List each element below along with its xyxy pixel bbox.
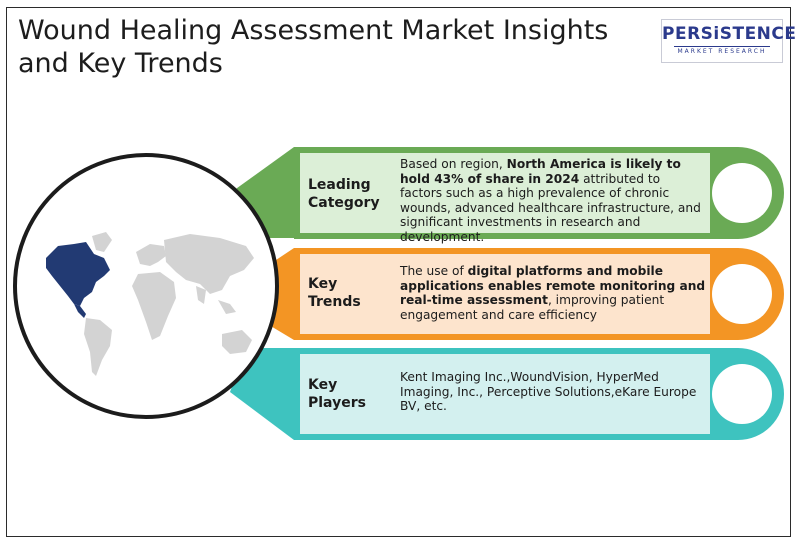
page-title: Wound Healing Assessment Market Insights… [18,14,658,80]
title-line-2: and Key Trends [18,48,223,79]
logo-wordmark: PERSiSTENCE [662,24,797,44]
leading-category-description: Based on region, North America is likely… [400,157,701,244]
teal-ring-icon [712,364,772,424]
persistence-logo: PERSiSTENCE MARKET RESEARCH [661,19,797,63]
leading-category-band [294,147,784,239]
key-players-description: Kent Imaging Inc.,WoundVision, HyperMed … [400,370,697,414]
key-trends-band [294,248,784,340]
figure-frame [6,7,791,537]
title-line-1: Wound Healing Assessment Market Insights [18,15,609,46]
key-players-band [294,348,784,440]
orange-ring-icon [712,264,772,324]
green-ring-icon [712,163,772,223]
key-trends-description: The use of digital platforms and mobile … [400,264,706,322]
logo-subtitle: MARKET RESEARCH [674,46,770,55]
world-map-icon [46,232,254,376]
north-america-highlight [46,242,110,306]
